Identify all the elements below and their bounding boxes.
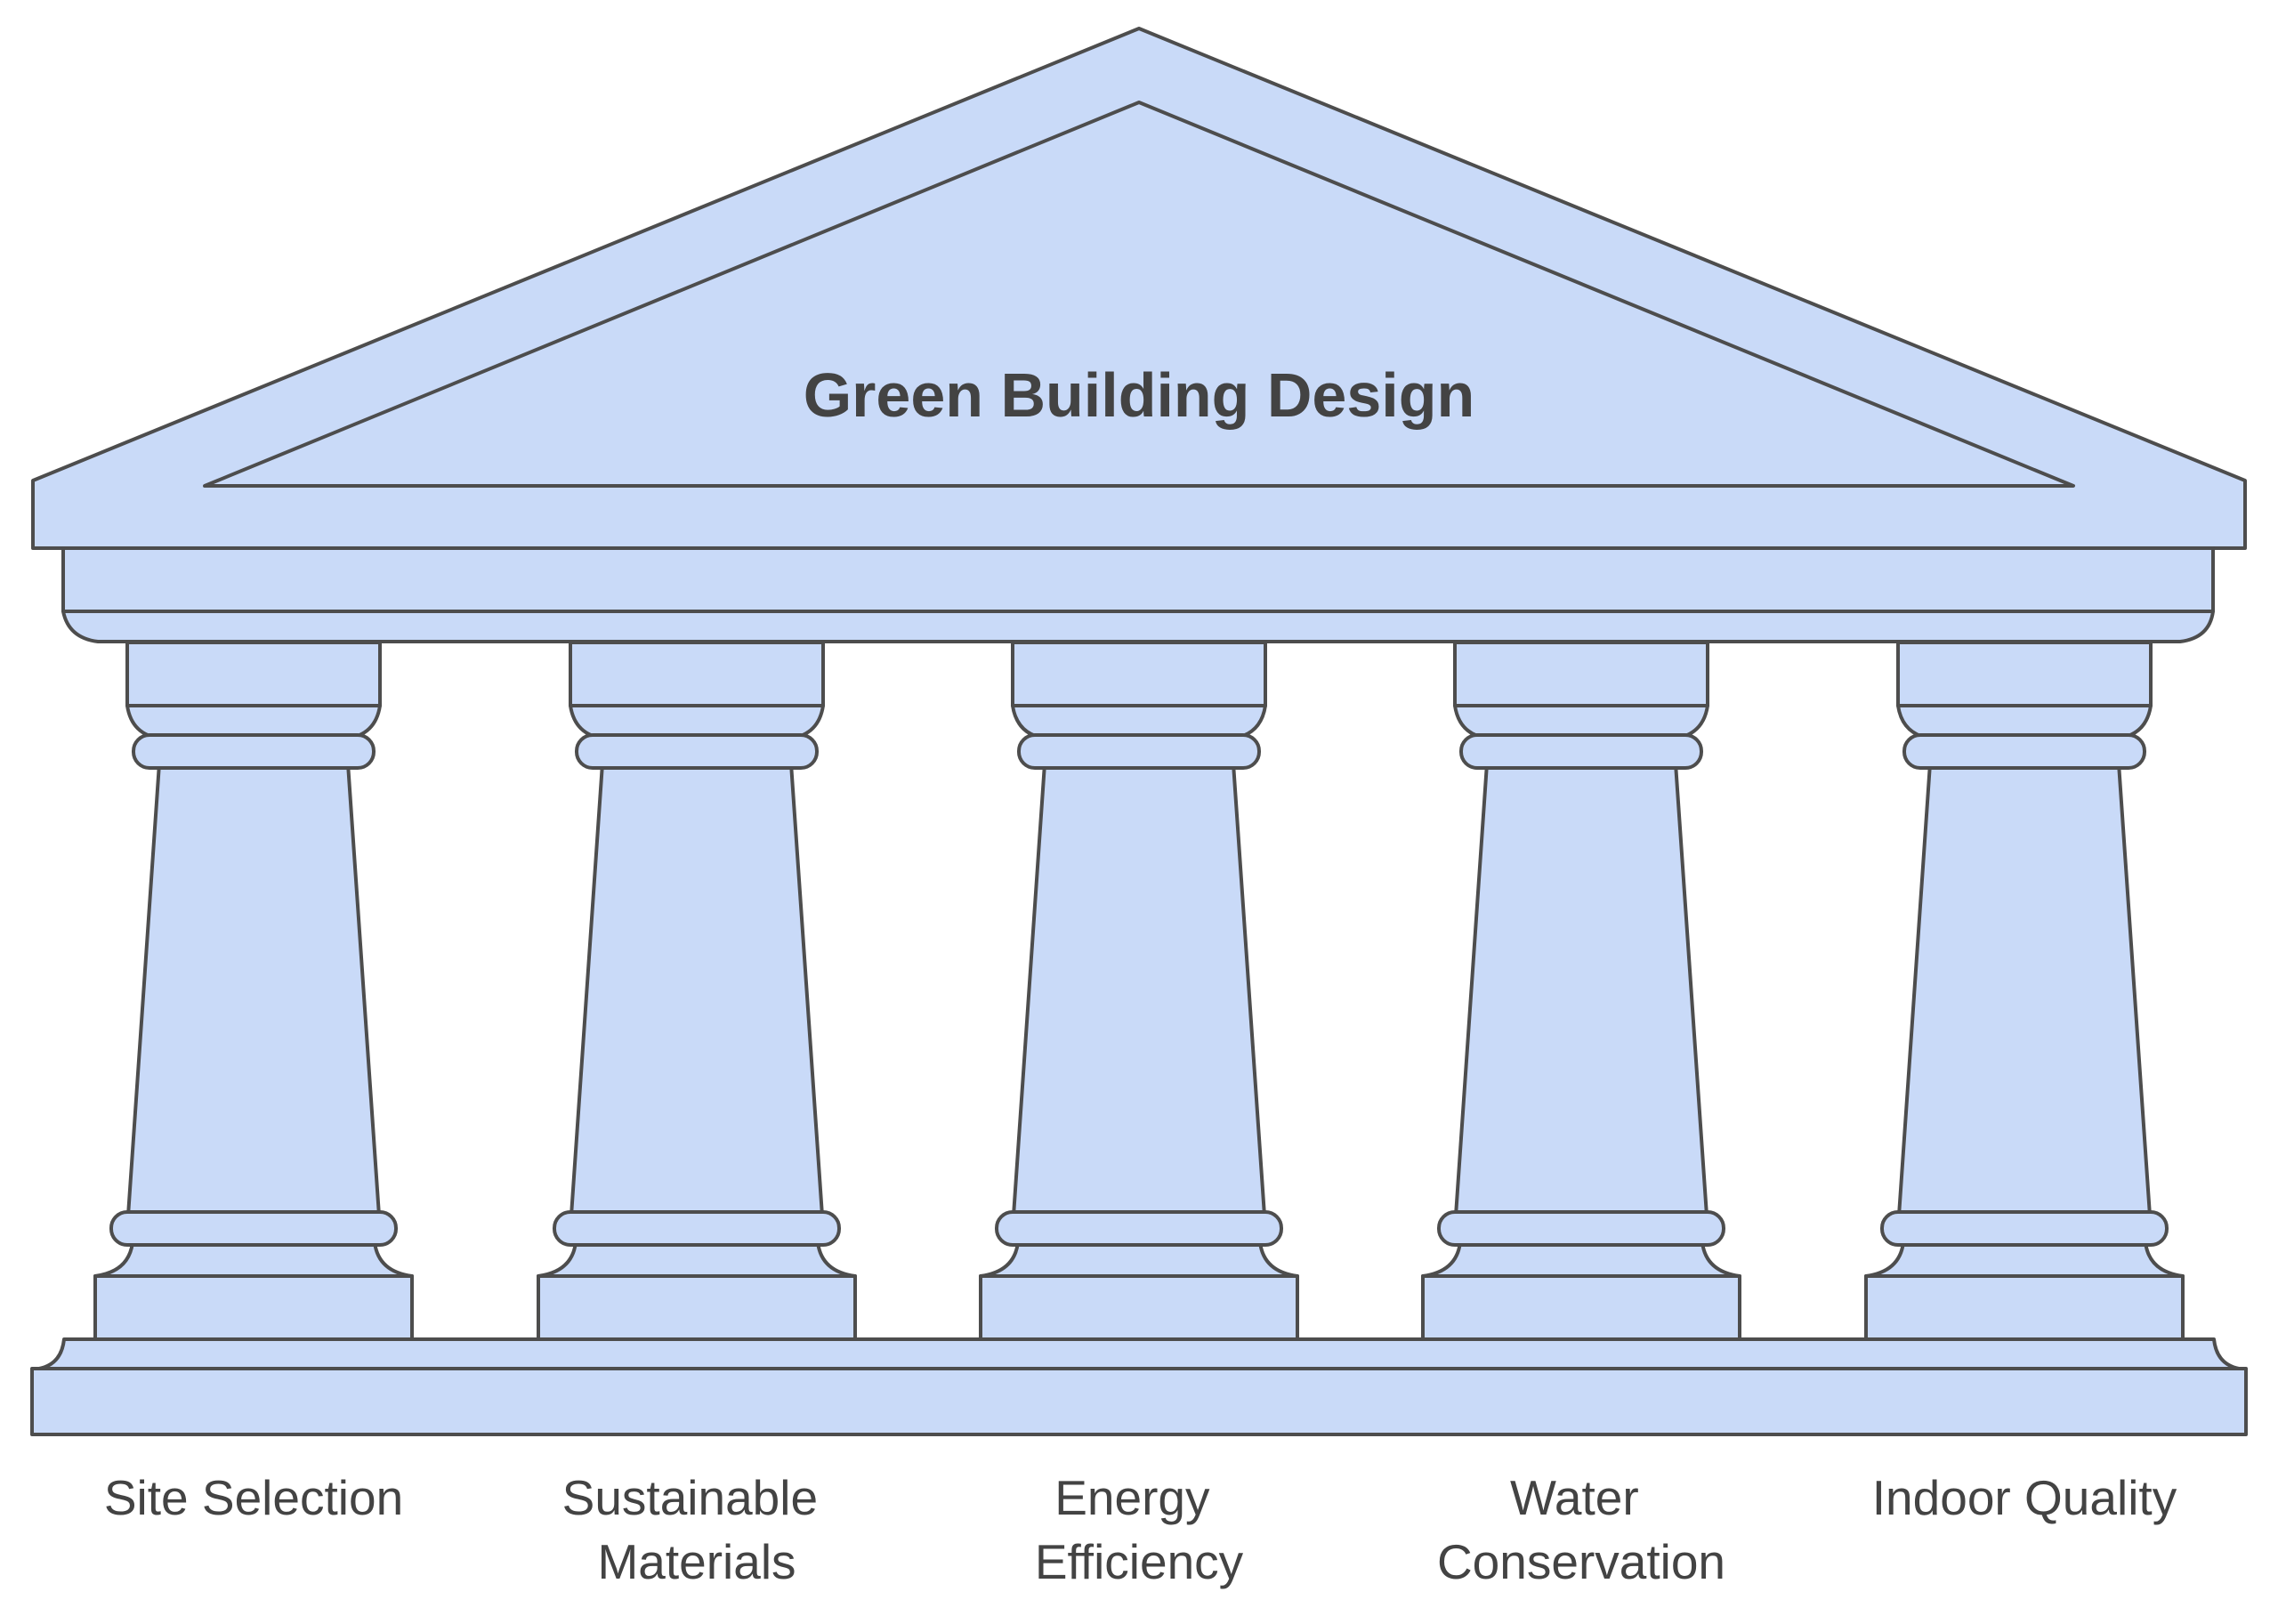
column-shaft [1897,762,2152,1217]
column-plinth [537,1274,857,1341]
column-neck-ring [1902,733,2146,770]
architrave-band [61,546,2215,613]
column-neck-ring [132,733,376,770]
frieze-band [61,610,2215,643]
pillar-indoor-quality [1864,641,2185,1341]
base-platform [30,1367,2248,1436]
column-foot-ring [1880,1210,2169,1247]
column-foot-ring [553,1210,841,1247]
entablature [61,546,2215,643]
pillar-labels: Site Selection Sustainable Materials Ene… [104,1470,2177,1589]
column-base-flare [1864,1240,2185,1278]
column-shaft [126,762,381,1217]
column-base-flare [1421,1240,1741,1278]
pillar-energy-efficiency [979,641,1299,1341]
pillar-water-conservation [1421,641,1741,1341]
pillar-label-site-selection: Site Selection [104,1470,403,1525]
column-base-flare [979,1240,1299,1278]
column-abacus [1011,641,1267,707]
pillar-label-line1: Indoor Quality [1872,1470,2177,1525]
column-base-flare [537,1240,857,1278]
pillar-label-water-conservation: Water Conservation [1437,1470,1725,1589]
pillar-label-line2: Conservation [1437,1534,1725,1589]
upper-step [37,1337,2241,1370]
column-abacus [1896,641,2153,707]
pillar-label-line1: Site Selection [104,1470,403,1525]
pillar-label-sustainable-materials: Sustainable Materials [562,1470,832,1589]
column-shaft [1454,762,1708,1217]
pillar-label-line1: Water [1510,1470,1639,1525]
pediment-shape [31,27,2247,550]
pediment: Green Building Design [31,27,2247,550]
column-abacus [1453,641,1709,707]
pillar-label-line2: Materials [597,1534,796,1589]
column-foot-ring [995,1210,1283,1247]
column-abacus [125,641,382,707]
column-neck-ring [1017,733,1261,770]
column-plinth [1864,1274,2185,1341]
pediment-inner-line [203,101,2075,488]
pillar-sustainable-materials [537,641,857,1341]
pillar-label-line1: Energy [1054,1470,1210,1525]
column-plinth [1421,1274,1741,1341]
pillar-site-selection [93,641,414,1341]
pillar-label-line1: Sustainable [562,1470,818,1525]
column-neck-ring [1459,733,1703,770]
column-plinth [93,1274,414,1341]
pillar-label-indoor-quality: Indoor Quality [1872,1470,2177,1525]
column-shaft [570,762,824,1217]
pillar-label-energy-efficiency: Energy Efficiency [1035,1470,1244,1589]
column-abacus [569,641,825,707]
column-base-flare [93,1240,414,1278]
column-foot-ring [1437,1210,1725,1247]
pillar-label-line2: Efficiency [1035,1534,1244,1589]
column-plinth [979,1274,1299,1341]
column-foot-ring [109,1210,398,1247]
column-shaft [1012,762,1266,1217]
stylobate [30,1337,2248,1436]
diagram-title: Green Building Design [804,360,1475,430]
column-neck-ring [575,733,819,770]
